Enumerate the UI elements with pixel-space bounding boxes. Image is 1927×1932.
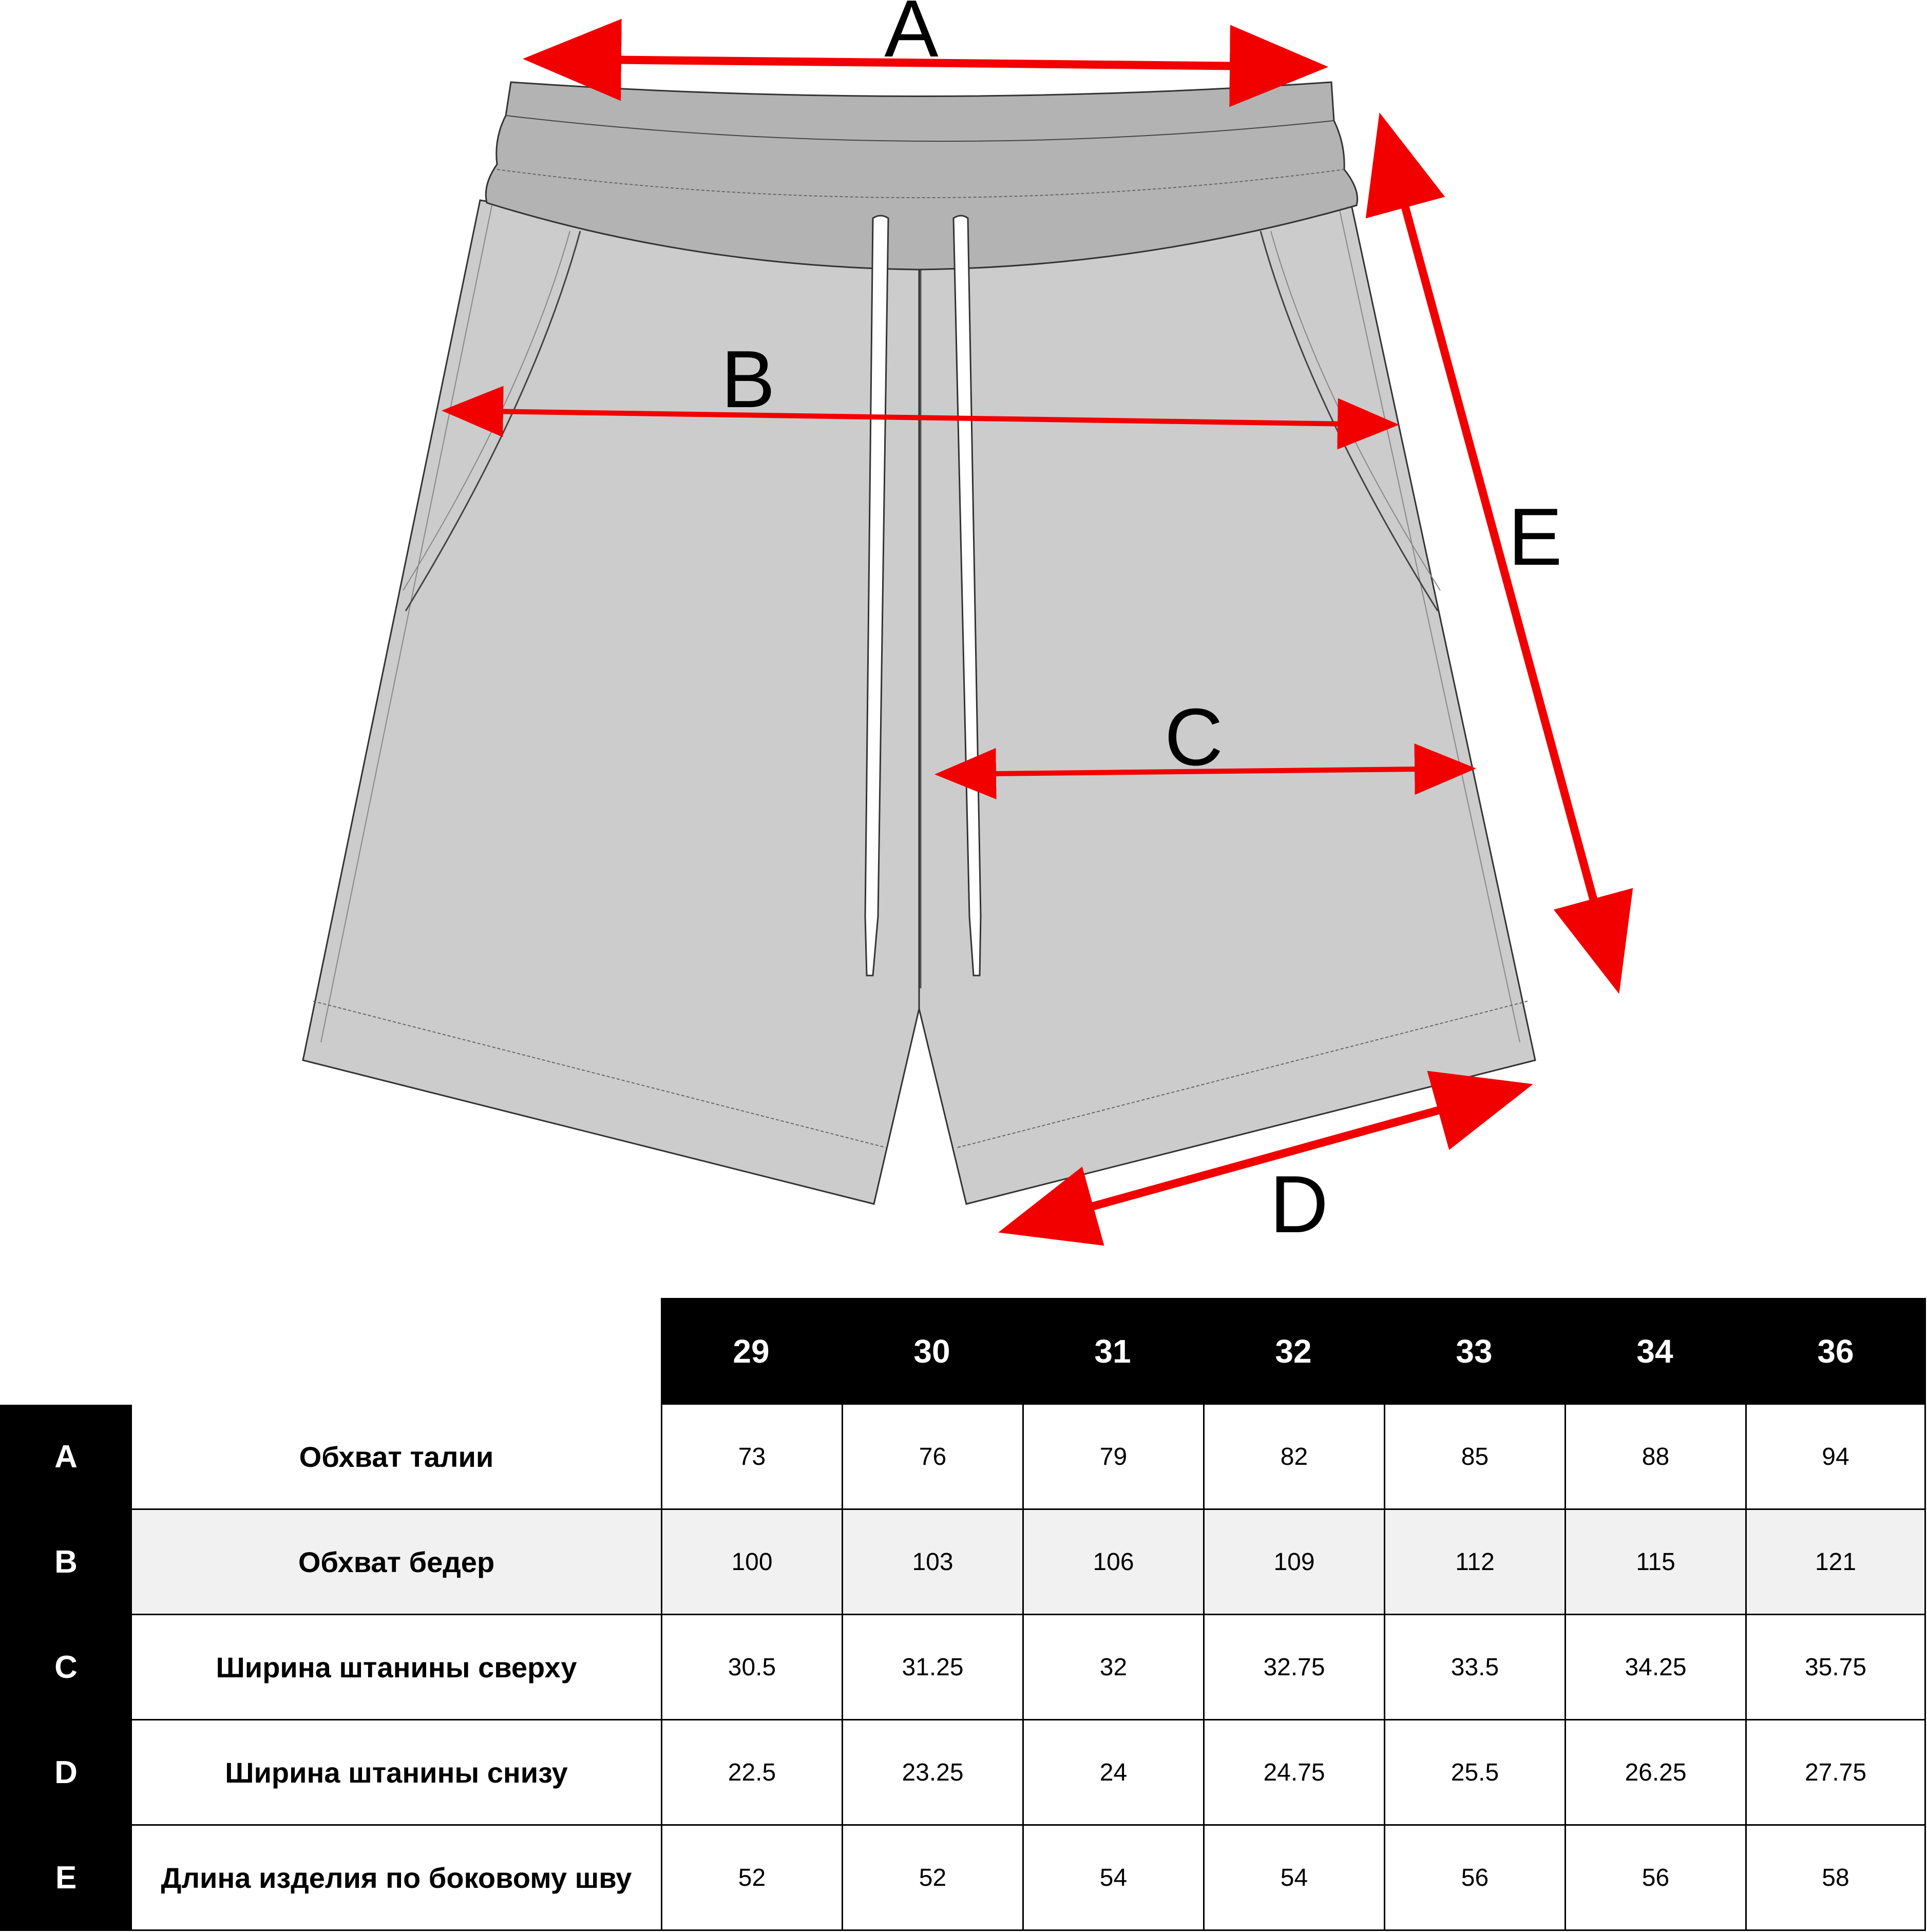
table-cell: 58 (1745, 1826, 1926, 1931)
table-cell: 24.75 (1203, 1720, 1384, 1826)
table-cell: 109 (1203, 1510, 1384, 1615)
table-cell: 76 (842, 1405, 1022, 1510)
arrow-e-side-length (1365, 112, 1633, 994)
table-cell: 56 (1565, 1826, 1745, 1931)
table-row: E Длина изделия по боковому шву 52 52 54… (0, 1826, 1927, 1931)
table-cell: 30.5 (661, 1615, 842, 1720)
size-header-cell: 32 (1203, 1298, 1384, 1405)
shorts-left-leg (302, 199, 920, 1205)
waistband-stitch-mid (497, 169, 1345, 198)
size-header-cell: 29 (661, 1298, 842, 1405)
table-cell: 121 (1745, 1510, 1926, 1615)
shorts-illustration (302, 81, 1536, 1205)
label-a: A (884, 0, 939, 74)
left-hem-line (313, 1001, 886, 1148)
size-header-cell: 30 (842, 1298, 1022, 1405)
table-cell: 52 (661, 1826, 842, 1931)
shorts-measurement-diagram: A B C D E (302, 0, 1633, 1250)
table-cell: 32 (1022, 1615, 1203, 1720)
table-cell: 23.25 (842, 1720, 1022, 1826)
table-cell: 31.25 (842, 1615, 1022, 1720)
table-cell: 82 (1203, 1405, 1384, 1510)
label-b: B (721, 334, 775, 425)
label-e: E (1508, 492, 1562, 582)
measure-code: E (0, 1826, 132, 1931)
table-cell: 56 (1384, 1826, 1565, 1931)
table-cell: 34.25 (1565, 1615, 1745, 1720)
table-cell: 103 (842, 1510, 1022, 1615)
table-cell: 24 (1022, 1720, 1203, 1826)
label-c: C (1165, 692, 1223, 782)
measure-name: Обхват бедер (132, 1510, 661, 1615)
label-d: D (1270, 1159, 1328, 1250)
size-header-cell: 31 (1022, 1298, 1203, 1405)
table-cell: 85 (1384, 1405, 1565, 1510)
table-cell: 115 (1565, 1510, 1745, 1615)
waistband-stitch-top (505, 115, 1334, 142)
size-chart-table: 29 30 31 32 33 34 36 A Обхват талии 73 7… (0, 1298, 1927, 1932)
table-cell: 94 (1745, 1405, 1926, 1510)
measure-code: A (0, 1405, 132, 1510)
arrow-d-leg-bottom (998, 1070, 1533, 1246)
measure-name: Длина изделия по боковому шву (132, 1826, 661, 1931)
table-row: C Ширина штанины сверху 30.5 31.25 32 32… (0, 1615, 1927, 1720)
table-cell: 22.5 (661, 1720, 842, 1826)
measure-code: B (0, 1510, 132, 1615)
size-header-cell: 33 (1384, 1298, 1565, 1405)
table-row: A Обхват талии 73 76 79 82 85 88 94 (0, 1405, 1927, 1510)
size-header-cell: 34 (1565, 1298, 1745, 1405)
arrow-a-waist (523, 18, 1328, 107)
table-cell: 54 (1022, 1826, 1203, 1931)
measure-name: Ширина штанины сверху (132, 1615, 661, 1720)
measure-code: D (0, 1720, 132, 1826)
measure-name: Ширина штанины снизу (132, 1720, 661, 1826)
measure-code: C (0, 1615, 132, 1720)
measure-name: Обхват талии (132, 1405, 661, 1510)
table-cell: 79 (1022, 1405, 1203, 1510)
table-cell: 88 (1565, 1405, 1745, 1510)
table-cell: 33.5 (1384, 1615, 1565, 1720)
table-cell: 32.75 (1203, 1615, 1384, 1720)
dimension-labels: A B C D E (721, 0, 1562, 1250)
size-header-cell: 36 (1745, 1298, 1926, 1405)
table-cell: 100 (661, 1510, 842, 1615)
table-cell: 25.5 (1384, 1720, 1565, 1826)
table-cell: 35.75 (1745, 1615, 1926, 1720)
measurement-arrows (442, 18, 1633, 1246)
table-row: D Ширина штанины снизу 22.5 23.25 24 24.… (0, 1720, 1927, 1826)
table-cell: 106 (1022, 1510, 1203, 1615)
table-cell: 73 (661, 1405, 842, 1510)
table-cell: 27.75 (1745, 1720, 1926, 1826)
table-cell: 54 (1203, 1826, 1384, 1931)
table-row: B Обхват бедер 100 103 106 109 112 115 1… (0, 1510, 1927, 1615)
table-cell: 112 (1384, 1510, 1565, 1615)
table-cell: 52 (842, 1826, 1022, 1931)
arrow-b-hip (442, 386, 1399, 450)
left-side-seam (320, 205, 492, 1043)
table-cell: 26.25 (1565, 1720, 1745, 1826)
